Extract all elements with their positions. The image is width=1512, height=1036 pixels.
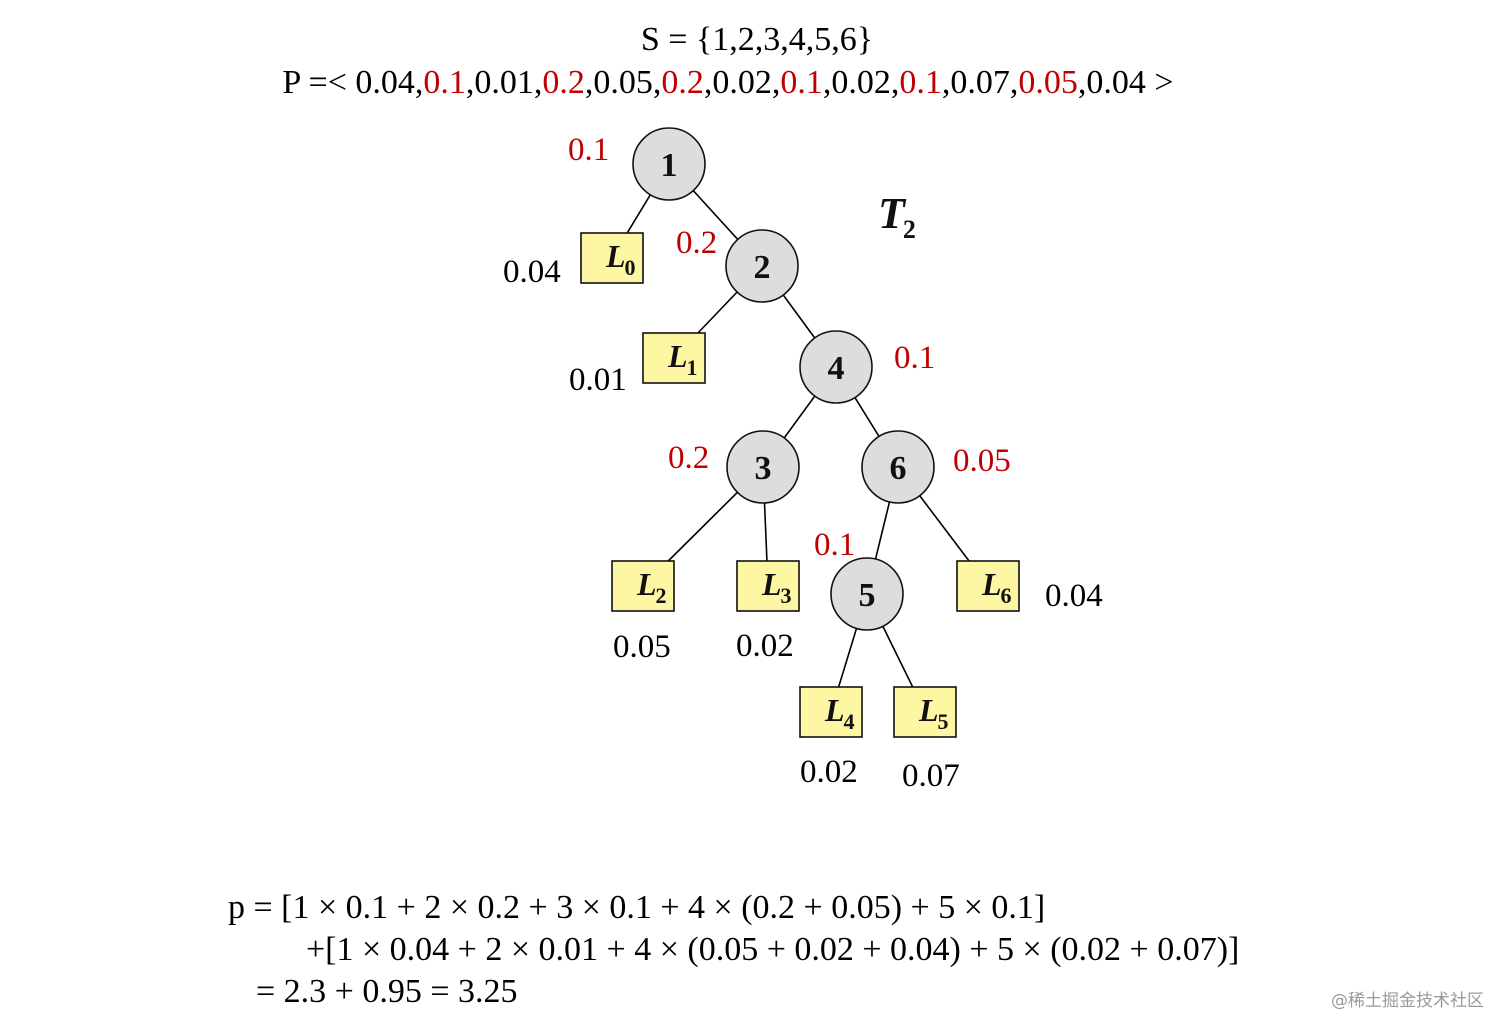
leaf-L1-box [642, 332, 706, 384]
p-comma: , [1078, 64, 1087, 101]
formula-line-3: = 2.3 + 0.95 = 3.25 [256, 973, 518, 1010]
node-6-label: 6 [890, 450, 907, 487]
node-3-prob: 0.2 [668, 440, 709, 476]
watermark: @稀土掘金技术社区 [1331, 991, 1484, 1011]
p-value-key: 0.05 [1018, 64, 1078, 101]
leaf-L5-box [893, 686, 957, 738]
leaf-L2-box [611, 560, 675, 612]
p-suffix: > [1146, 64, 1174, 101]
p-value-dummy: 0.04 [1086, 64, 1146, 101]
leaf-L0-label: L0 [605, 238, 636, 280]
leaf-L0-prob: 0.04 [503, 254, 561, 290]
p-comma: , [891, 64, 900, 101]
leaf-L4-box [799, 686, 863, 738]
p-comma: , [653, 64, 662, 101]
p-value-key: 0.2 [661, 64, 704, 101]
p-value-dummy: 0.07 [950, 64, 1010, 101]
leaf-L3-box [736, 560, 800, 612]
set-definition: S = {1,2,3,4,5,6} [641, 21, 873, 58]
p-comma: , [704, 64, 713, 101]
formula-line-2: +[1 × 0.04 + 2 × 0.01 + 4 × (0.05 + 0.02… [306, 931, 1239, 968]
node-1-circle [632, 127, 706, 201]
p-value-dummy: 0.05 [593, 64, 653, 101]
leaf-L2-label: L2 [636, 566, 667, 608]
leaf-L5-label: L5 [918, 692, 949, 734]
node-5-label: 5 [859, 577, 876, 614]
leaf-L2-prob: 0.05 [613, 629, 671, 665]
p-value-dummy: 0.02 [712, 64, 772, 101]
node-4-circle [799, 330, 873, 404]
p-value-dummy: 0.02 [831, 64, 891, 101]
node-2-prob: 0.2 [676, 225, 717, 261]
node-2-circle [725, 229, 799, 303]
p-comma: , [415, 64, 424, 101]
leaf-L1-label: L1 [667, 338, 698, 380]
leaf-L4-label: L4 [824, 692, 855, 734]
p-value-key: 0.1 [423, 64, 466, 101]
leaf-L1-prob: 0.01 [569, 362, 627, 398]
p-comma: , [942, 64, 951, 101]
leaf-L4-prob: 0.02 [800, 754, 858, 790]
p-comma: , [1010, 64, 1019, 101]
p-value-key: 0.2 [542, 64, 585, 101]
p-prefix: P =< [282, 64, 355, 101]
leaf-L0-box [580, 232, 644, 284]
node-3-circle [726, 430, 800, 504]
p-comma: , [585, 64, 594, 101]
node-1-label: 1 [661, 147, 678, 184]
tree-title: T2 [878, 189, 916, 244]
p-comma: , [823, 64, 832, 101]
leaf-L3-label: L3 [761, 566, 792, 608]
node-5-circle [830, 557, 904, 631]
leaf-L3-prob: 0.02 [736, 628, 794, 664]
node-6-prob: 0.05 [953, 443, 1011, 479]
p-value-key: 0.1 [899, 64, 942, 101]
p-comma: , [534, 64, 543, 101]
node-4-prob: 0.1 [894, 340, 935, 376]
leaf-L6-prob: 0.04 [1045, 578, 1103, 614]
p-value-dummy: 0.01 [474, 64, 534, 101]
leaf-L6-box [956, 560, 1020, 612]
node-2-label: 2 [754, 249, 771, 286]
node-5-prob: 0.1 [814, 527, 855, 563]
p-value-key: 0.1 [780, 64, 823, 101]
p-comma: , [466, 64, 475, 101]
node-6-circle [861, 430, 935, 504]
node-4-label: 4 [828, 350, 845, 387]
leaf-L5-prob: 0.07 [902, 758, 960, 794]
formula-line-1: p = [1 × 0.1 + 2 × 0.2 + 3 × 0.1 + 4 × (… [228, 889, 1045, 926]
leaf-L6-label: L6 [981, 566, 1012, 608]
node-3-label: 3 [755, 450, 772, 487]
probability-sequence: P =< 0.04,0.1,0.01,0.2,0.05,0.2,0.02,0.1… [282, 64, 1173, 101]
p-comma: , [772, 64, 781, 101]
node-1-prob: 0.1 [568, 132, 609, 168]
p-value-dummy: 0.04 [355, 64, 415, 101]
